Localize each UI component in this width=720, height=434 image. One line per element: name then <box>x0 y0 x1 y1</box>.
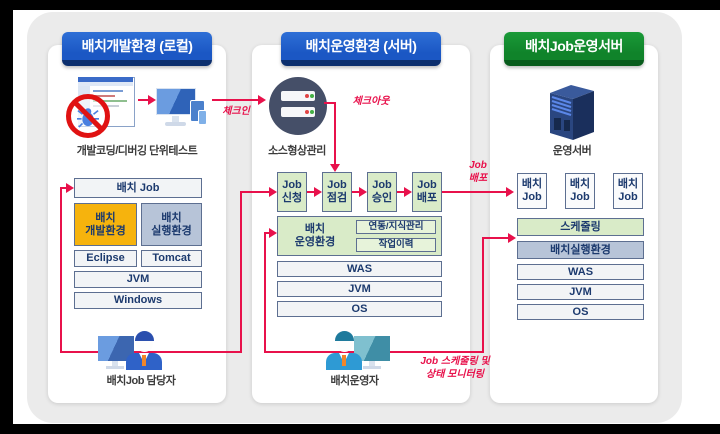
arrowhead <box>404 187 412 197</box>
developer-tie <box>142 355 146 366</box>
monitor-stand <box>172 116 179 122</box>
arrowhead <box>269 228 277 238</box>
arrowhead <box>258 95 266 105</box>
line-to-scheduling-h <box>482 237 509 239</box>
code-line <box>93 95 115 97</box>
line-to-scheduling-v <box>482 238 484 353</box>
monitor-base <box>165 122 186 126</box>
operator-label: 배치운영자 <box>330 375 379 387</box>
led-dot <box>310 110 314 114</box>
box-os-server: OS <box>517 304 644 320</box>
box-batch-run-env-server: 배치실행환경 <box>517 241 644 259</box>
box-job-request: Job 신청 <box>277 172 307 212</box>
box-eclipse: Eclipse <box>74 250 137 267</box>
developer-monitor-stand <box>112 361 118 366</box>
arrowhead <box>314 187 322 197</box>
box-job-approve: Job 승인 <box>367 172 397 212</box>
box-was-ops: WAS <box>277 261 442 277</box>
arrowhead <box>330 164 340 172</box>
led-dot <box>305 94 309 98</box>
letterbox-bottom <box>0 424 720 434</box>
server-unit <box>281 107 315 117</box>
box-work-history: 작업이력 <box>356 238 436 252</box>
deploy-label: Job 배포 <box>468 160 488 184</box>
box-scheduling: 스케줄링 <box>517 218 644 236</box>
dev-panel-title: 배치개발환경 (로컬) <box>62 32 212 66</box>
line-operator-in <box>264 232 270 234</box>
ide-titlebar <box>78 77 133 82</box>
dev-caption: 개발코딩/디버깅 단위테스트 <box>76 145 198 157</box>
box-jvm-dev: JVM <box>74 271 202 288</box>
checkout-label: 체크아웃 <box>352 96 390 107</box>
ops-panel-title: 배치운영환경 (서버) <box>281 32 441 66</box>
line-to-job-request-v <box>240 192 242 353</box>
no-bug-icon <box>66 94 110 138</box>
code-line <box>93 100 127 102</box>
box-batch-dev-env: 배치 개발환경 <box>74 203 137 246</box>
box-was-server: WAS <box>517 264 644 280</box>
box-tomcat: Tomcat <box>141 250 202 267</box>
arrowhead <box>506 187 514 197</box>
box-batch-job: 배치 Job <box>74 178 202 198</box>
arrow-checkout-h <box>324 102 336 104</box>
arrowhead <box>359 187 367 197</box>
arrow-checkin <box>212 99 259 101</box>
letterbox-top <box>0 0 720 10</box>
box-batch-run-env: 배치 실행환경 <box>141 203 202 246</box>
ide-menubar <box>78 82 133 86</box>
box-ops-env-label: 배치 운영환경 <box>294 223 336 248</box>
arrowhead <box>148 95 156 105</box>
line-developer-bottom <box>60 351 242 353</box>
arrowhead <box>508 233 516 243</box>
code-line <box>93 90 123 92</box>
operator-hair <box>335 331 354 341</box>
arrow-flow-2 <box>352 191 360 193</box>
line-to-job-request-h <box>240 191 270 193</box>
developer-icon <box>96 328 186 370</box>
box-jvm-ops: JVM <box>277 281 442 297</box>
operator-tie <box>342 355 346 366</box>
arrow-checkout-v <box>334 102 336 164</box>
box-batch-job-3: 배치 Job <box>613 173 643 209</box>
led-dot <box>305 110 309 114</box>
arrow-flow-3 <box>397 191 405 193</box>
operator-monitor-base <box>363 366 381 369</box>
letterbox-left <box>0 10 13 424</box>
server-tower-icon <box>550 85 594 140</box>
checkin-label: 체크인 <box>222 106 250 117</box>
box-job-deploy: Job 배포 <box>412 172 442 212</box>
arrow-ide-to-monitor <box>138 99 149 101</box>
scm-server-icon <box>269 77 327 135</box>
arrow-flow-1 <box>307 191 315 193</box>
monitoring-label: Job 스케줄링 및 상태 모니터링 <box>420 356 490 380</box>
developer-monitor-base <box>106 366 124 369</box>
box-job-check: Job 점검 <box>322 172 352 212</box>
box-windows: Windows <box>74 292 202 309</box>
ide-screenshot-icon <box>66 77 136 139</box>
arrowhead <box>269 187 277 197</box>
developer-hair <box>135 331 154 341</box>
led-dot <box>310 94 314 98</box>
monitor-devices-icon <box>156 88 208 132</box>
box-integration-mgmt: 연동/지식관리 <box>356 220 436 234</box>
server-unit <box>281 91 315 101</box>
scm-caption: 소스형상관리 <box>268 145 326 157</box>
arrow-job-deploy <box>442 191 507 193</box>
box-jvm-server: JVM <box>517 284 644 300</box>
server-panel-title: 배치Job운영서버 <box>504 32 644 66</box>
phone-shape <box>198 110 207 125</box>
line-developer-up <box>60 187 62 353</box>
operator-monitor-stand <box>369 361 375 366</box>
server-caption: 운영서버 <box>552 145 592 157</box>
box-os-ops: OS <box>277 301 442 317</box>
line-operator-up <box>264 233 266 353</box>
developer-label: 배치Job 담당자 <box>106 375 176 387</box>
line-developer-in <box>60 187 67 189</box>
box-batch-job-2: 배치 Job <box>565 173 595 209</box>
box-batch-job-1: 배치 Job <box>517 173 547 209</box>
operator-icon <box>312 328 402 370</box>
arrowhead <box>66 183 74 193</box>
